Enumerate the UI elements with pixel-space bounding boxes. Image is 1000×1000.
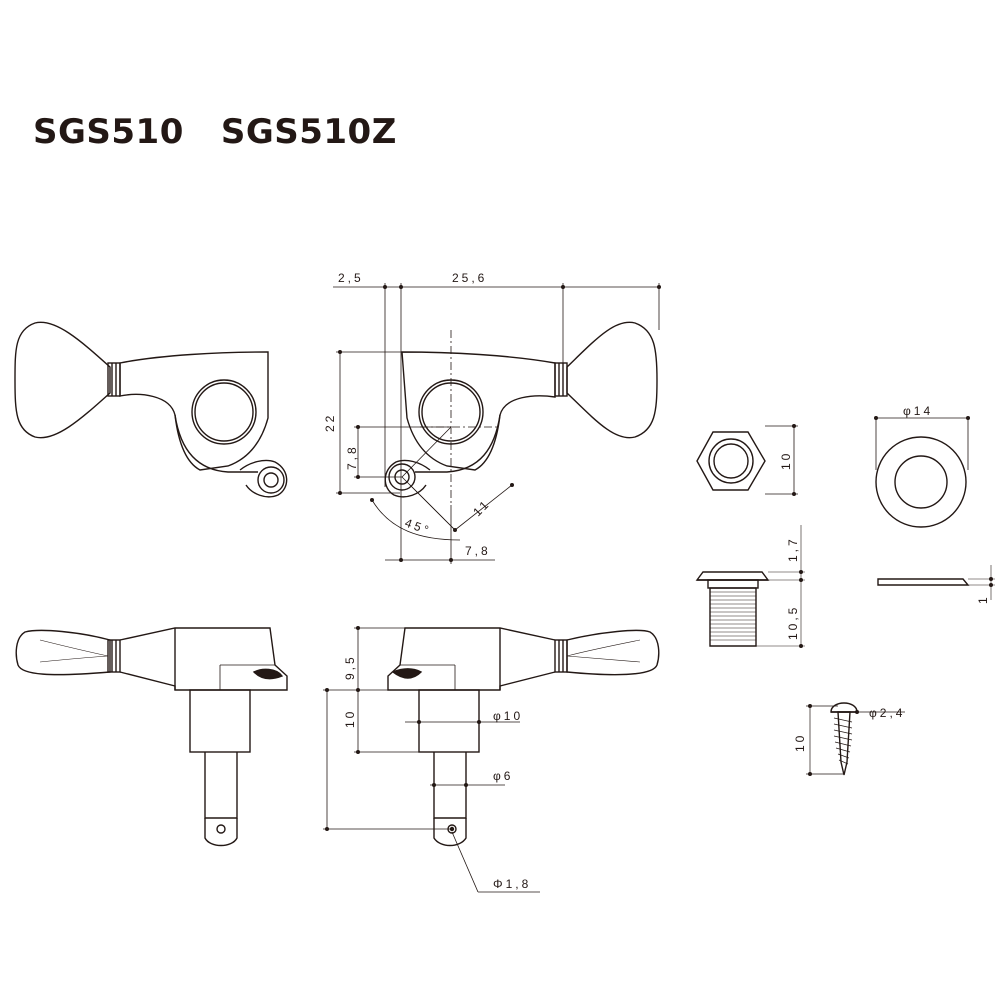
dimension-dots xyxy=(338,285,661,562)
dim-phi1-8: Φ1,8 xyxy=(493,877,531,891)
dim-10-side: 10 xyxy=(343,709,357,728)
nut-top-view xyxy=(696,424,798,496)
dim-1-7: 1,7 xyxy=(786,536,800,562)
dim-phi14: φ14 xyxy=(903,404,933,418)
dimension-lines xyxy=(333,283,660,564)
construction-lines xyxy=(371,330,513,541)
washer-side-view xyxy=(877,565,995,600)
tuner-front-view-right xyxy=(384,321,658,498)
dim-10-screw: 10 xyxy=(793,733,807,752)
tuner-side-view-left xyxy=(15,627,288,847)
dim-25-6: 25,6 xyxy=(452,271,487,285)
dim-10-nut: 10 xyxy=(779,451,793,470)
tuner-front-view-left xyxy=(14,321,288,498)
dim-2-5: 2,5 xyxy=(338,271,364,285)
washer-top-view xyxy=(874,416,970,528)
dim-7-8-vertical: 7,8 xyxy=(345,444,359,470)
dim-9-5: 9,5 xyxy=(343,654,357,680)
dim-1-washer: 1 xyxy=(976,594,990,604)
dim-phi2-4: φ2,4 xyxy=(869,706,905,720)
dim-7-8-horizontal: 7,8 xyxy=(465,544,491,558)
dim-10-5: 10,5 xyxy=(786,605,800,640)
mounting-screw xyxy=(806,702,905,776)
side-dimension-dots xyxy=(325,626,481,831)
page-title: SGS510 SGS510Z xyxy=(33,112,397,152)
dim-22: 22 xyxy=(323,413,337,432)
dim-phi6: φ6 xyxy=(493,769,513,783)
bushing-side-view xyxy=(695,525,805,648)
tuner-side-view-right xyxy=(387,627,660,847)
dim-phi10: φ10 xyxy=(493,709,523,723)
